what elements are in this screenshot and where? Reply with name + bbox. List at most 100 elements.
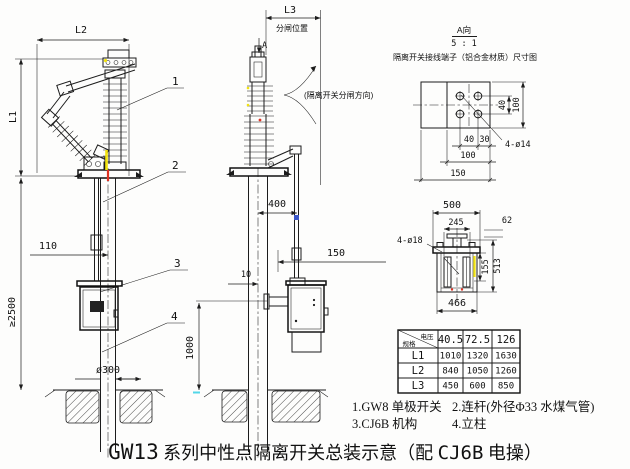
drawing-title: GW13 系列中性点隔离开关总装示意（配 CJ6B 电操） <box>108 440 542 464</box>
table-row-l2: L2 840 1050 1260 <box>412 365 517 377</box>
svg-text:1260: 1260 <box>495 367 517 377</box>
drive-rod <box>94 178 99 281</box>
detail-b-holes: 4-ø18 <box>397 236 423 246</box>
left-view: L2 L1 ≥2500 110 ø300 1 2 3 4 <box>7 25 188 458</box>
detail-a-terminal: A向 5 : 1 隔离开关接线端子（铝合金材质）尺寸图 4-ø14 40 100… <box>393 25 537 183</box>
detail-b-base: 500 245 62 4-ø18 155 513 466 <box>397 200 512 314</box>
insulator-bottom-fitting <box>103 161 127 171</box>
rod-turnbuckle <box>90 234 103 251</box>
ground-hatch-right <box>271 390 321 423</box>
mech-box <box>79 286 119 331</box>
dim-30: 30 <box>479 135 489 145</box>
drive-shaft <box>269 296 288 307</box>
note-1: 1.GW8 单极开关 <box>352 400 442 414</box>
mech-box <box>287 284 325 333</box>
dim-40h: 40 <box>464 135 474 145</box>
insulator-core <box>108 78 122 164</box>
open-direction-label: (隔离开关分闸方向) <box>304 90 374 100</box>
table-col-2: 126 <box>497 334 516 346</box>
svg-text:600: 600 <box>469 382 485 392</box>
svg-text:3: 3 <box>174 257 181 270</box>
base-plate <box>229 167 289 177</box>
title-suffix: 电操） <box>488 443 542 463</box>
insulator-sheds <box>103 83 127 157</box>
table-diagonal <box>397 329 439 349</box>
dim-155: 155 <box>481 259 491 274</box>
svg-text:4: 4 <box>171 310 178 323</box>
svg-text:840: 840 <box>442 367 458 377</box>
dim-400: 400 <box>268 199 286 210</box>
upper-insulator-core <box>251 82 265 114</box>
ground-hatch-left <box>221 390 248 423</box>
svg-text:1630: 1630 <box>495 352 517 362</box>
title-model: GW13 <box>108 440 159 464</box>
dim-1000: 1000 <box>185 336 196 360</box>
note-3: 3.CJ6B 机构 <box>352 416 417 431</box>
upper-sheds <box>247 85 273 112</box>
open-position-label: 分闸位置 <box>276 23 308 33</box>
dim-466: 466 <box>448 298 466 309</box>
table-row-l1: L1 1010 1320 1630 <box>412 350 517 362</box>
detail-a-caption: 隔离开关接线端子（铝合金材质）尺寸图 <box>393 52 537 62</box>
crank-arm <box>267 148 294 169</box>
yellow-mark-top <box>103 58 108 63</box>
section-a-label: A <box>262 41 267 51</box>
dim-40v: 40 <box>498 100 508 110</box>
base-hardware <box>83 156 106 171</box>
title-mech-model: CJ6B <box>438 442 484 464</box>
flange-plate <box>432 246 481 254</box>
arm-end-fitting <box>40 108 60 127</box>
svg-text:L2: L2 <box>412 365 425 377</box>
spec-table: 电压 规格 40.5 72.5 126 L1 1010 1320 1630 L2… <box>397 329 521 394</box>
mech-handle <box>113 309 119 318</box>
callout-1: 1 <box>116 75 184 111</box>
dim-l1: L1 <box>8 111 19 123</box>
arm-lower <box>46 91 71 119</box>
table-row-l3: L3 450 600 850 <box>412 380 514 392</box>
dim-min-height: ≥2500 <box>7 297 18 327</box>
dim-150-a: 150 <box>450 169 465 179</box>
mech-hanger <box>76 280 123 287</box>
blue-mark-rod <box>294 215 299 220</box>
lower-sheds <box>244 115 274 165</box>
table-header-row: 规格 <box>403 339 417 348</box>
dim-100h: 100 <box>460 151 475 161</box>
svg-text:450: 450 <box>442 382 458 392</box>
callout-3: 3 <box>99 257 188 293</box>
dim-500: 500 <box>443 200 461 211</box>
svg-text:2: 2 <box>172 159 179 172</box>
dim-62: 62 <box>502 216 512 226</box>
ground-hatch-left <box>65 390 100 424</box>
holes-leader <box>460 94 503 141</box>
detail-a-view-label: A向 <box>457 25 471 35</box>
middle-view: L3 分闸位置 A (隔离开关分闸方向) 400 150 10 1000 <box>185 5 386 458</box>
dim-245: 245 <box>448 218 463 228</box>
callout-2: 2 <box>102 159 186 203</box>
table-col-0: 40.5 <box>438 334 463 346</box>
ground-hatch-right <box>119 390 153 424</box>
dim-513: 513 <box>493 258 503 273</box>
dim-100v: 100 <box>512 97 522 112</box>
pole-lines <box>100 178 116 452</box>
detail-a-holes: 4-ø14 <box>505 140 531 150</box>
dim-l2: L2 <box>75 25 87 36</box>
mech-lower-box <box>291 331 322 353</box>
terminal-cap <box>107 49 130 59</box>
dim-pole-dia: ø300 <box>96 365 120 376</box>
note-2: 2.连杆(外径Φ33 水煤气管) <box>452 399 594 414</box>
base-anchor-marks <box>74 172 144 177</box>
dim-l3: L3 <box>284 5 296 16</box>
dim-10: 10 <box>241 270 251 280</box>
table-col-1: 72.5 <box>465 334 490 346</box>
svg-text:1: 1 <box>172 75 179 88</box>
dim-150: 150 <box>327 248 345 259</box>
note-4: 4.立柱 <box>452 416 486 431</box>
crank-joint <box>289 145 302 155</box>
table-header-col: 电压 <box>421 332 435 341</box>
svg-text:1320: 1320 <box>467 352 489 362</box>
terminal-block <box>249 56 267 83</box>
arm-knee <box>56 80 75 97</box>
dim-110: 110 <box>39 241 57 252</box>
detail-a-scale: 5 : 1 <box>451 39 477 49</box>
